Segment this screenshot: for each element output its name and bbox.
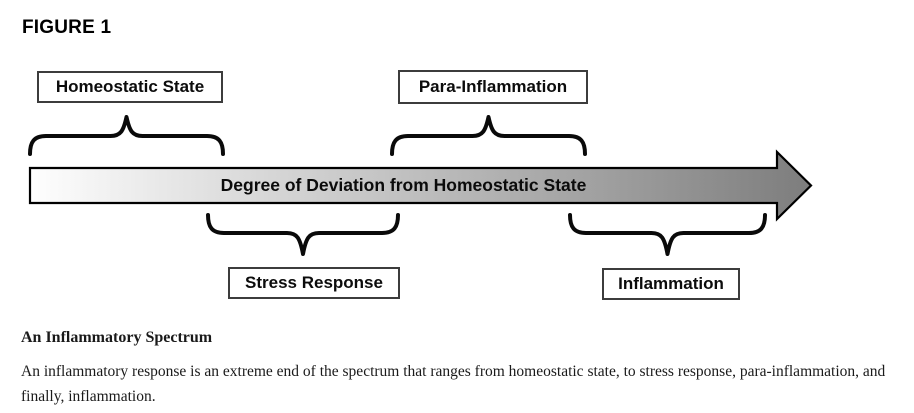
spectrum-arrow <box>28 149 813 222</box>
brace-inflammation <box>568 213 767 256</box>
box-stress-response: Stress Response <box>228 267 400 299</box>
box-para-inflammation-label: Para-Inflammation <box>418 77 568 96</box>
spectrum-diagram-canvas <box>28 115 813 256</box>
caption-body: An inflammatory response is an extreme e… <box>21 363 886 405</box>
box-homeostatic-state: Homeostatic State <box>37 71 223 103</box>
brace-homeostatic-state <box>28 115 225 156</box>
box-inflammation-label: Inflammation <box>618 274 724 293</box>
brace-para-inflammation <box>390 115 587 156</box>
figure-caption: An Inflammatory Spectrum An inflammatory… <box>21 329 899 409</box>
caption-title: An Inflammatory Spectrum <box>21 329 213 346</box>
spectrum-arrow-label: Degree of Deviation from Homeostatic Sta… <box>220 175 587 195</box>
box-homeostatic-state-label: Homeostatic State <box>55 77 205 96</box>
figure-number-label: FIGURE 1 <box>22 17 112 38</box>
box-inflammation: Inflammation <box>602 268 740 300</box>
box-stress-response-label: Stress Response <box>245 273 383 292</box>
brace-stress-response <box>206 213 400 256</box>
box-para-inflammation: Para-Inflammation <box>398 70 588 104</box>
